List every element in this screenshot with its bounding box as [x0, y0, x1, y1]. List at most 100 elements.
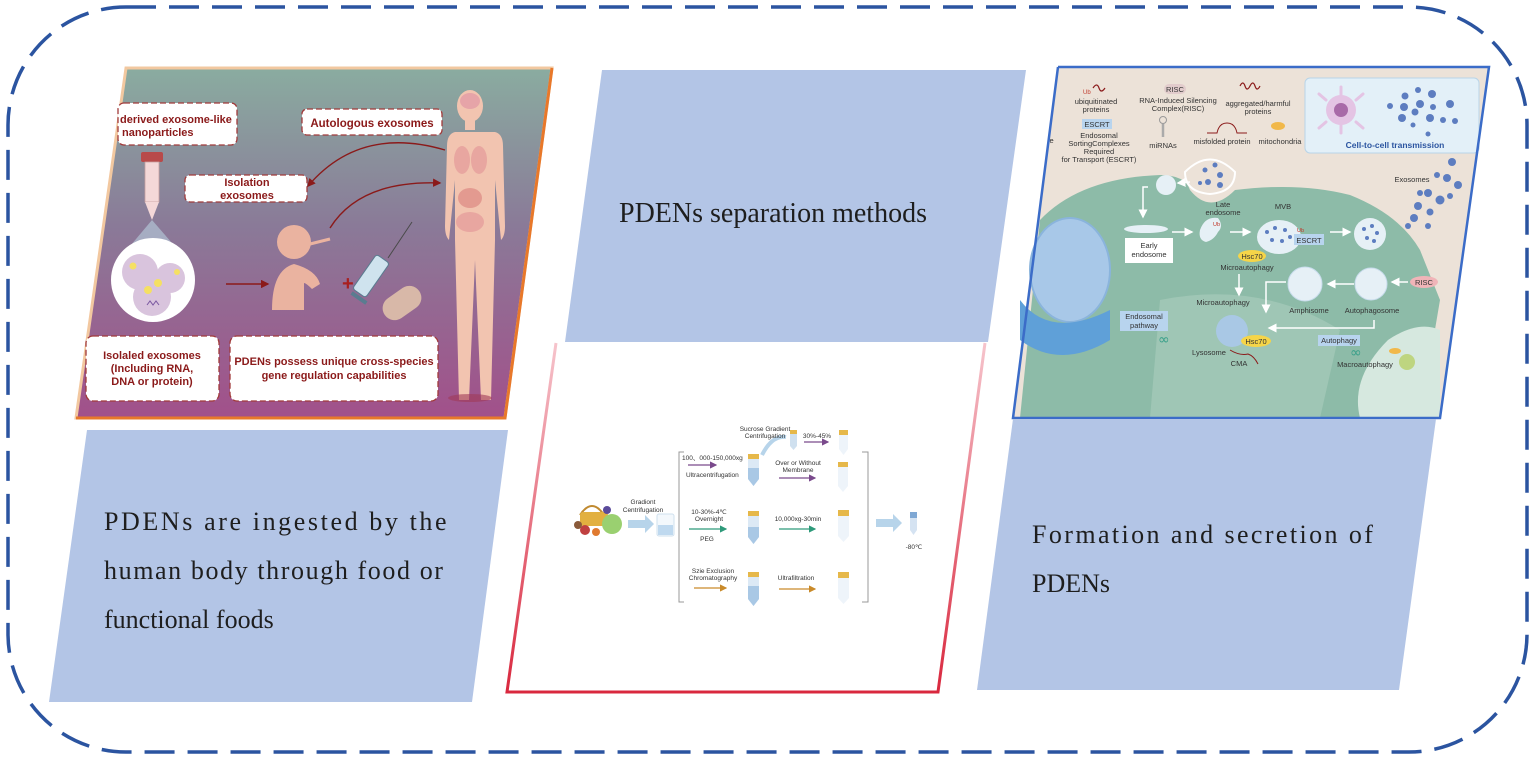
label-autologous: Autologous exosomes [310, 118, 433, 130]
microautophagy-upper: Microautophagy [1220, 263, 1274, 272]
caption-ingestion-line3: functional foods [104, 605, 274, 634]
cma-protein-icon [1229, 349, 1259, 365]
endosomal-pathway-line1: Endosomal [1125, 312, 1163, 321]
microautophagy-lower: Microautophagy [1196, 298, 1250, 307]
label-isolated-line3: DNA or protein) [111, 376, 193, 388]
label-derived-line2: nanoparticles [122, 127, 194, 139]
syringe-icon [350, 221, 413, 305]
aggregated-protein-icon [1239, 82, 1261, 90]
fruit-basket-icon [574, 505, 622, 536]
mitochondria-icon [1271, 122, 1285, 130]
label-ultra: Ultracentrifugation [686, 472, 739, 479]
label-store: -80℃ [906, 544, 923, 551]
legend-cut: re [1047, 136, 1054, 145]
label-derived-line1: derived exosome-like [120, 114, 232, 126]
legend-escrt-line1: Endosomal [1080, 131, 1118, 140]
endocytosis-pocket [1183, 158, 1237, 196]
label-possess-line1: PDENs possess unique cross-species [234, 356, 433, 368]
label-gradient-line1: Gradiont [631, 499, 656, 506]
late-endosome-line1: Late [1216, 200, 1231, 209]
arrow-auto-to-lysosome [1267, 320, 1375, 333]
lysosome-shape [1216, 315, 1248, 347]
ingestion-illustration-border [76, 67, 554, 420]
caption-separation: PDENs separation methods [619, 198, 927, 229]
legend-escrt-tag-bg [1082, 119, 1112, 129]
late-ub: Ub [1213, 222, 1220, 228]
caption-formation-line1: Formation and secretion of [1032, 520, 1375, 549]
legend-ub-tag: Ub [1083, 90, 1091, 96]
tube-membrane-icon [838, 462, 848, 492]
label-box-derived [117, 102, 238, 146]
caption-box-separation [565, 70, 1026, 342]
misfolded-protein-icon [1207, 122, 1247, 134]
mvb-shape [1257, 220, 1301, 254]
risc-tag-cell-bg [1410, 276, 1438, 288]
risc-tag-cell: RISC [1415, 278, 1434, 287]
nucleus [1029, 217, 1111, 323]
plus-sign: + [342, 273, 354, 295]
person-eating-icon [272, 225, 331, 310]
label-box-possess [229, 335, 439, 402]
legend-mirna: miRNAs [1149, 141, 1177, 150]
label-ultra-speed: 100、000-150,000xg [682, 455, 743, 462]
mvb-escrt: ESCRT [1296, 236, 1322, 245]
cell-membrane-pocket [1357, 326, 1440, 418]
exosome-cluster-icon [1387, 87, 1458, 137]
label-peg-cond-line1: 10-30%-4℃ [691, 509, 727, 516]
tube-pct-icon [839, 430, 848, 455]
label-possess-line2: gene regulation capabilities [262, 370, 407, 382]
autophagy-label: Autophagy [1321, 336, 1357, 345]
infinity-icon-2: ∞ [1350, 345, 1362, 361]
early-endosome-line1: Early [1140, 241, 1157, 250]
early-endosome-box [1125, 238, 1173, 263]
tube-ultra-icon [748, 454, 759, 486]
outer-dashed-frame [6, 5, 1529, 754]
label-peg-cond-line2: Overnight [695, 516, 723, 523]
late-endosome-line2: endosome [1205, 208, 1240, 217]
label-sec-line2: Chromatography [689, 575, 738, 582]
legend-mito: mitochondria [1259, 137, 1303, 146]
release-vesicle [1354, 218, 1386, 250]
separation-diagram-border [505, 342, 987, 694]
legend-escrt-line3: Required [1084, 147, 1114, 156]
legend-risc-line2: Complex(RISC) [1152, 104, 1205, 113]
donor-cell-icon [1317, 85, 1365, 135]
label-isolation-line2: exosomes [220, 190, 274, 202]
label-box-isolation [184, 174, 308, 203]
label-isolated-line2: (Including RNA, [111, 363, 194, 375]
arrow-into-vesicle [1176, 177, 1191, 187]
hsc70-lower: Hsc70 [1245, 337, 1266, 346]
arrow-body-to-isolation [307, 142, 446, 188]
storage-tube-icon [910, 512, 917, 535]
mvb-escrt-bg [1294, 234, 1324, 245]
tube-spin-icon [838, 510, 849, 542]
ub-protein-icon [1092, 84, 1106, 92]
macroautophagy-label: Macroautophagy [1337, 360, 1393, 369]
arrow-to-storage [876, 514, 902, 532]
label-uf: Ultrafiltration [778, 575, 815, 582]
autophagosome-label: Autophagosome [1345, 306, 1400, 315]
amphisome-shape [1287, 266, 1323, 302]
caption-box-ingestion [49, 430, 508, 702]
vesicle-internalized [1156, 175, 1176, 195]
cell-inner-light [1150, 294, 1340, 418]
panel-formation: re Ub ubiquitinated proteins RISC RNA-In… [977, 65, 1491, 690]
autophagosome-shape [1354, 267, 1388, 301]
hsc70-upper: Hsc70 [1241, 252, 1262, 261]
label-membrane-line2: Membrane [782, 467, 813, 474]
amphisome-label: Amphisome [1289, 306, 1329, 315]
caption-ingestion-line2: human body through food or [104, 556, 445, 585]
transmission-label: Cell-to-cell transmission [1346, 140, 1445, 150]
hsc70-tag-upper [1238, 250, 1266, 262]
exosomes-label: Exosomes [1394, 175, 1429, 184]
legend-risc-line1: RNA-Induced Silencing [1139, 96, 1217, 105]
mirna-icon [1159, 116, 1167, 137]
caption-ingestion-line1: PDENs are ingested by the [104, 507, 449, 536]
legend-escrt-line2: SortingComplexes [1068, 139, 1130, 148]
lysosome-label: Lysosome [1192, 348, 1226, 357]
method-bracket-right [862, 451, 869, 603]
autophagy-bg [1318, 335, 1360, 346]
label-gradient-line2: Centrifugation [623, 507, 664, 514]
endoplasmic-reticulum [1020, 300, 1110, 355]
